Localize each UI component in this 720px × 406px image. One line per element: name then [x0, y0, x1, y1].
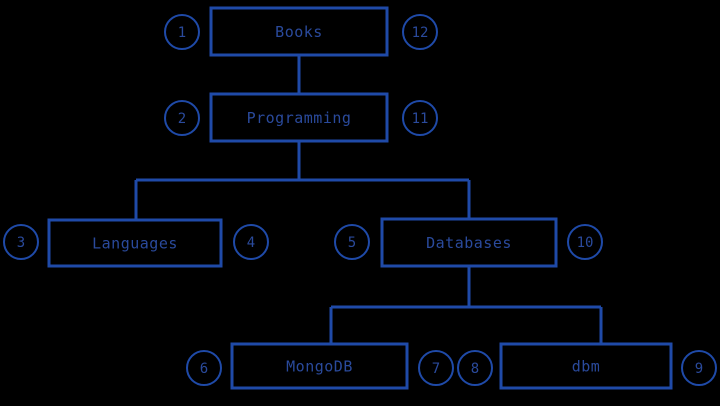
- marker-12: 12: [402, 14, 438, 50]
- marker-11: 11: [402, 100, 438, 136]
- marker-4-label: 4: [247, 235, 255, 251]
- marker-1-label: 1: [178, 25, 186, 41]
- markers-layer: 1 12 2 11 3 4 5 10 6 7 8 9: [3, 14, 717, 386]
- node-languages[interactable]: Languages: [47, 218, 223, 268]
- marker-11-circle: [402, 100, 438, 136]
- node-dbm[interactable]: dbm: [499, 342, 673, 390]
- marker-5: 5: [334, 224, 370, 260]
- marker-3-circle: [3, 224, 39, 260]
- node-mongodb[interactable]: MongoDB: [230, 342, 409, 390]
- node-label-languages: Languages: [92, 235, 178, 253]
- node-label-databases: Databases: [426, 234, 512, 252]
- marker-4-circle: [233, 224, 269, 260]
- marker-3: 3: [3, 224, 39, 260]
- node-books[interactable]: Books: [209, 6, 389, 57]
- node-box-databases[interactable]: [380, 217, 558, 268]
- marker-6-circle: [186, 350, 222, 386]
- marker-2-label: 2: [178, 111, 186, 127]
- node-box-programming[interactable]: [209, 92, 389, 143]
- marker-12-circle: [402, 14, 438, 50]
- marker-8-circle: [457, 350, 493, 386]
- node-label-programming: Programming: [247, 109, 352, 127]
- marker-12-label: 12: [412, 25, 429, 41]
- marker-2-circle: [164, 100, 200, 136]
- marker-7-circle: [418, 350, 454, 386]
- marker-9-circle: [681, 350, 717, 386]
- marker-10: 10: [567, 224, 603, 260]
- node-box-languages[interactable]: [47, 218, 223, 268]
- node-label-mongodb: MongoDB: [286, 358, 353, 376]
- node-databases[interactable]: Databases: [380, 217, 558, 268]
- marker-4: 4: [233, 224, 269, 260]
- marker-3-label: 3: [17, 235, 25, 251]
- marker-10-circle: [567, 224, 603, 260]
- marker-5-label: 5: [348, 235, 356, 251]
- marker-1-circle: [164, 14, 200, 50]
- marker-7: 7: [418, 350, 454, 386]
- marker-10-label: 10: [577, 235, 594, 251]
- marker-6-label: 6: [200, 361, 208, 377]
- edges-layer: [134, 55, 603, 344]
- marker-6: 6: [186, 350, 222, 386]
- node-label-dbm: dbm: [572, 358, 601, 376]
- marker-9: 9: [681, 350, 717, 386]
- marker-8: 8: [457, 350, 493, 386]
- node-box-books[interactable]: [209, 6, 389, 57]
- marker-11-label: 11: [412, 111, 429, 127]
- node-label-books: Books: [275, 23, 323, 41]
- marker-1: 1: [164, 14, 200, 50]
- node-box-mongodb[interactable]: [230, 342, 409, 390]
- marker-9-label: 9: [695, 361, 703, 377]
- marker-5-circle: [334, 224, 370, 260]
- marker-7-label: 7: [432, 361, 440, 377]
- node-programming[interactable]: Programming: [209, 92, 389, 143]
- marker-8-label: 8: [471, 361, 479, 377]
- node-box-dbm[interactable]: [499, 342, 673, 390]
- marker-2: 2: [164, 100, 200, 136]
